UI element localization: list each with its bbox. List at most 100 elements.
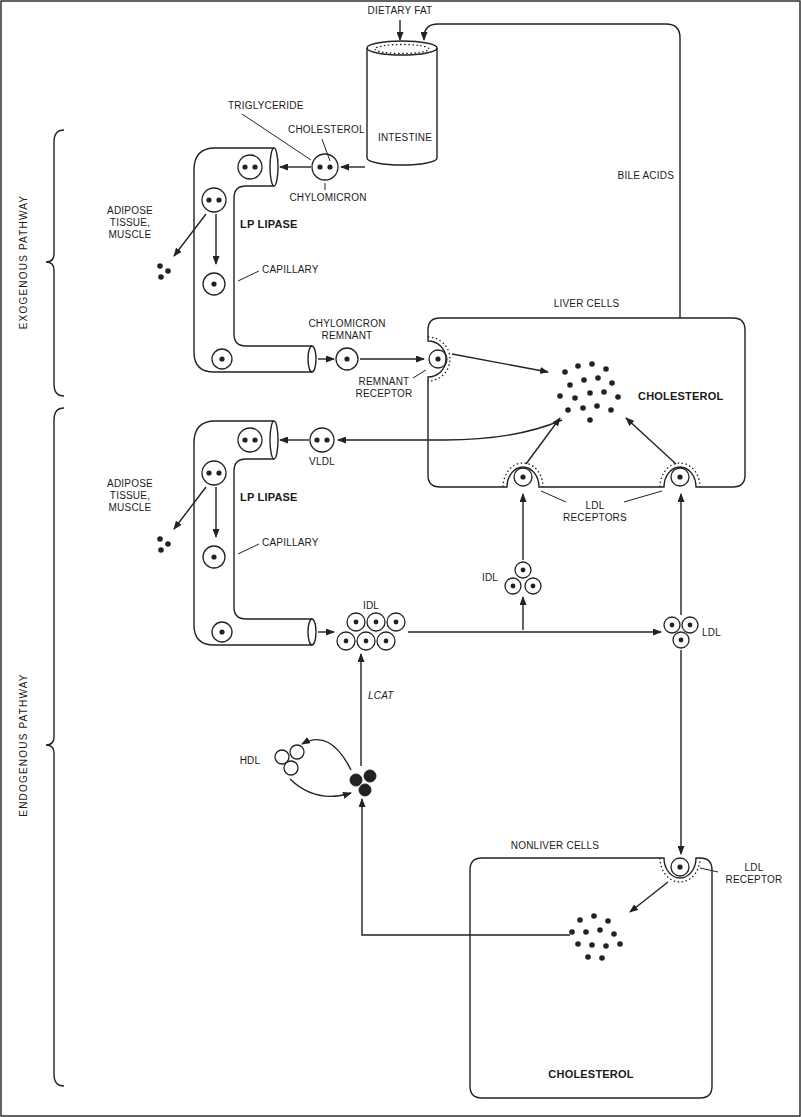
flow-arrow bbox=[360, 654, 361, 766]
circle-shape bbox=[589, 361, 595, 367]
particle-label: CHYLOMICRON bbox=[289, 192, 366, 204]
circle-shape bbox=[565, 407, 571, 413]
circle-shape bbox=[514, 468, 532, 486]
circle-shape bbox=[367, 613, 385, 631]
circle-shape bbox=[589, 942, 595, 948]
flow-arrow bbox=[302, 740, 351, 770]
circle-shape bbox=[557, 393, 563, 399]
flow-arrow bbox=[522, 494, 523, 560]
circle-shape bbox=[580, 405, 586, 411]
node-outline bbox=[366, 40, 438, 168]
tissue-label: ADIPOSE TISSUE, MUSCLE bbox=[100, 205, 160, 241]
flow-arrow bbox=[630, 882, 668, 912]
circle-shape bbox=[364, 770, 376, 782]
cholesterol-dots bbox=[557, 361, 621, 423]
circle-shape bbox=[677, 474, 682, 479]
input-label: DIETARY FAT bbox=[368, 5, 433, 17]
circle-shape bbox=[670, 623, 675, 628]
circle-shape bbox=[520, 474, 525, 479]
line-shape bbox=[174, 487, 206, 529]
capillary-tube bbox=[157, 148, 316, 372]
flow-arrow bbox=[680, 650, 681, 854]
flow-arrow bbox=[360, 358, 424, 359]
ldl-cluster bbox=[664, 617, 698, 648]
circle-shape bbox=[157, 536, 163, 542]
leader-line bbox=[700, 868, 718, 872]
leader-line bbox=[624, 491, 662, 502]
liver-cell-box: LIVER CELLSCHOLESTEROL bbox=[428, 318, 745, 487]
circle-shape bbox=[505, 578, 521, 594]
particle-label: LDL bbox=[702, 627, 721, 639]
circle-shape bbox=[216, 197, 221, 202]
enzyme-label: LP LIPASE bbox=[240, 218, 298, 231]
circle-shape bbox=[252, 437, 257, 442]
circle-shape bbox=[165, 268, 171, 274]
circle-shape bbox=[435, 356, 440, 361]
nonliver-cell-box: NONLIVER CELLSCHOLESTEROL bbox=[470, 858, 712, 1098]
organ-label: INTESTINE bbox=[378, 132, 432, 144]
leader-line bbox=[541, 491, 566, 502]
lipoprotein-particle bbox=[312, 154, 338, 180]
outline-path bbox=[660, 858, 700, 882]
circle-shape bbox=[531, 584, 536, 589]
leader-line bbox=[413, 370, 426, 378]
particle-label: IDL bbox=[363, 600, 379, 612]
circle-shape bbox=[219, 356, 224, 361]
circle-shape bbox=[211, 281, 216, 286]
circle-shape bbox=[158, 547, 164, 553]
circle-shape bbox=[577, 917, 583, 923]
leader-line bbox=[322, 139, 330, 161]
node-outline bbox=[428, 318, 745, 487]
hdl-cluster bbox=[275, 745, 304, 775]
circle-shape bbox=[203, 273, 225, 295]
flow-arrow bbox=[680, 494, 681, 615]
flow-arrow bbox=[526, 418, 560, 464]
flow-arrow bbox=[522, 597, 523, 630]
idl-cluster bbox=[505, 562, 541, 594]
circle-shape bbox=[202, 461, 226, 485]
circle-shape bbox=[290, 745, 304, 759]
circle-shape bbox=[585, 954, 591, 960]
line-shape bbox=[238, 544, 259, 554]
circle-shape bbox=[314, 437, 319, 442]
circle-shape bbox=[567, 382, 573, 388]
circle-shape bbox=[682, 617, 698, 633]
circle-shape bbox=[284, 761, 298, 775]
circle-shape bbox=[671, 858, 689, 876]
circle-shape bbox=[327, 164, 332, 169]
particle-label: IDL bbox=[482, 572, 498, 584]
lipoprotein-particle bbox=[336, 348, 358, 370]
cell-heading: NONLIVER CELLS bbox=[485, 840, 625, 852]
circle-shape bbox=[609, 380, 615, 386]
circle-shape bbox=[324, 437, 329, 442]
molecule-label: CHOLESTEROL bbox=[470, 1068, 712, 1081]
ellipse-shape bbox=[308, 346, 316, 372]
cholesterol-dots bbox=[569, 913, 623, 961]
vessel-label: CAPILLARY bbox=[262, 264, 319, 276]
receptor-label: REMNANT RECEPTOR bbox=[346, 376, 422, 400]
circle-shape bbox=[677, 864, 682, 869]
circle-shape bbox=[347, 613, 365, 631]
pathway-bracket bbox=[46, 130, 64, 396]
circle-shape bbox=[238, 155, 262, 179]
edge-label: BILE ACIDS bbox=[618, 170, 674, 182]
line-shape bbox=[174, 214, 206, 256]
circle-shape bbox=[219, 629, 224, 634]
circle-shape bbox=[206, 470, 211, 475]
outline-path bbox=[367, 41, 437, 55]
path-shape bbox=[194, 148, 312, 372]
receptor-label: LDL RECEPTORS bbox=[560, 500, 630, 524]
flow-arrow bbox=[318, 358, 334, 359]
outline-path bbox=[660, 463, 700, 487]
circle-shape bbox=[242, 437, 247, 442]
circle-shape bbox=[594, 403, 600, 409]
circle-shape bbox=[601, 389, 607, 395]
flow-arrow bbox=[626, 418, 676, 464]
circle-shape bbox=[583, 929, 589, 935]
component-label: CHOLESTEROL bbox=[288, 124, 365, 136]
idl-cluster bbox=[337, 613, 405, 650]
pathway-bracket bbox=[46, 408, 64, 1086]
path-shape bbox=[194, 421, 312, 645]
